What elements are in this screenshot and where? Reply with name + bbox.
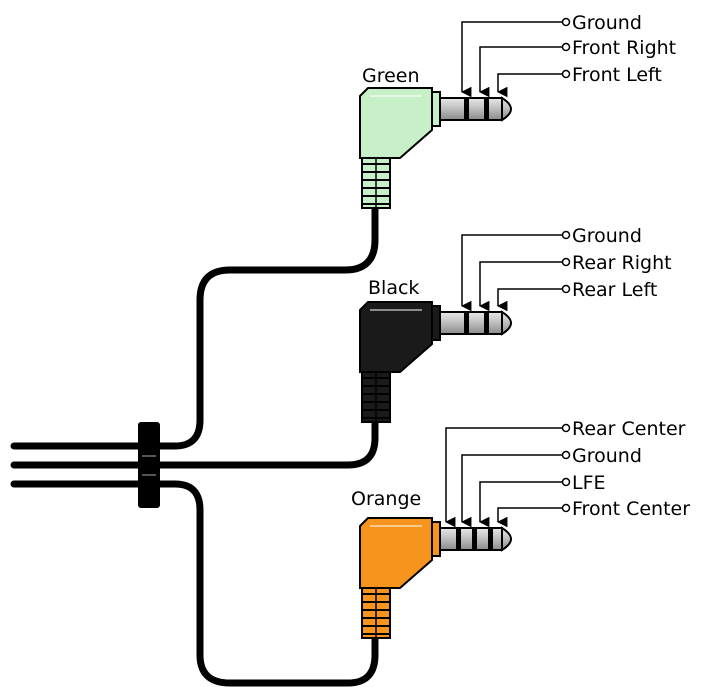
pin-terminal xyxy=(561,42,571,52)
cable-orange xyxy=(144,480,379,687)
pin-label: LFE xyxy=(572,472,606,494)
plug-label: Orange xyxy=(351,488,421,510)
pin-terminal xyxy=(561,230,571,240)
plug-body xyxy=(359,301,433,373)
plug-grip xyxy=(361,579,391,639)
pin-lead xyxy=(460,454,562,528)
cable-black xyxy=(144,416,379,469)
pin-lead xyxy=(478,481,562,528)
pin-label: Ground xyxy=(572,445,642,467)
plug-body xyxy=(359,517,433,589)
pin-label: Rear Right xyxy=(572,252,672,274)
plug-metal-tip xyxy=(439,310,512,336)
pin-terminal xyxy=(561,257,571,267)
pin-lead xyxy=(496,507,562,528)
pin-lead xyxy=(478,46,562,98)
pin-lead xyxy=(460,21,562,98)
pin-terminal xyxy=(561,423,571,433)
plug-metal-tip xyxy=(439,526,512,552)
pin-lead xyxy=(496,288,562,312)
cables xyxy=(10,201,379,687)
plug-label: Black xyxy=(368,277,419,299)
pin-terminal xyxy=(561,284,571,294)
plug-metal-tip xyxy=(439,96,512,122)
pin-label: Rear Left xyxy=(572,279,657,301)
cable-green xyxy=(144,201,379,450)
pin-label: Front Left xyxy=(572,64,662,86)
pin-terminal xyxy=(561,477,571,487)
cable-clamp xyxy=(138,422,160,508)
pin-label: Ground xyxy=(572,12,642,34)
pin-lead xyxy=(496,73,562,98)
pin-lead xyxy=(478,261,562,312)
plug-body xyxy=(359,87,433,159)
pin-terminal xyxy=(561,17,571,27)
pin-label: Rear Center xyxy=(572,418,686,440)
pin-lead xyxy=(460,234,562,312)
pin-label: Front Center xyxy=(572,498,690,520)
plug-label: Green xyxy=(362,65,420,87)
pin-terminal xyxy=(561,450,571,460)
pin-terminal xyxy=(561,503,571,513)
pin-label: Ground xyxy=(572,225,642,247)
plug-grip xyxy=(361,363,391,423)
pin-terminal xyxy=(561,69,571,79)
pin-lead xyxy=(444,427,562,528)
pin-label: Front Right xyxy=(572,37,676,59)
